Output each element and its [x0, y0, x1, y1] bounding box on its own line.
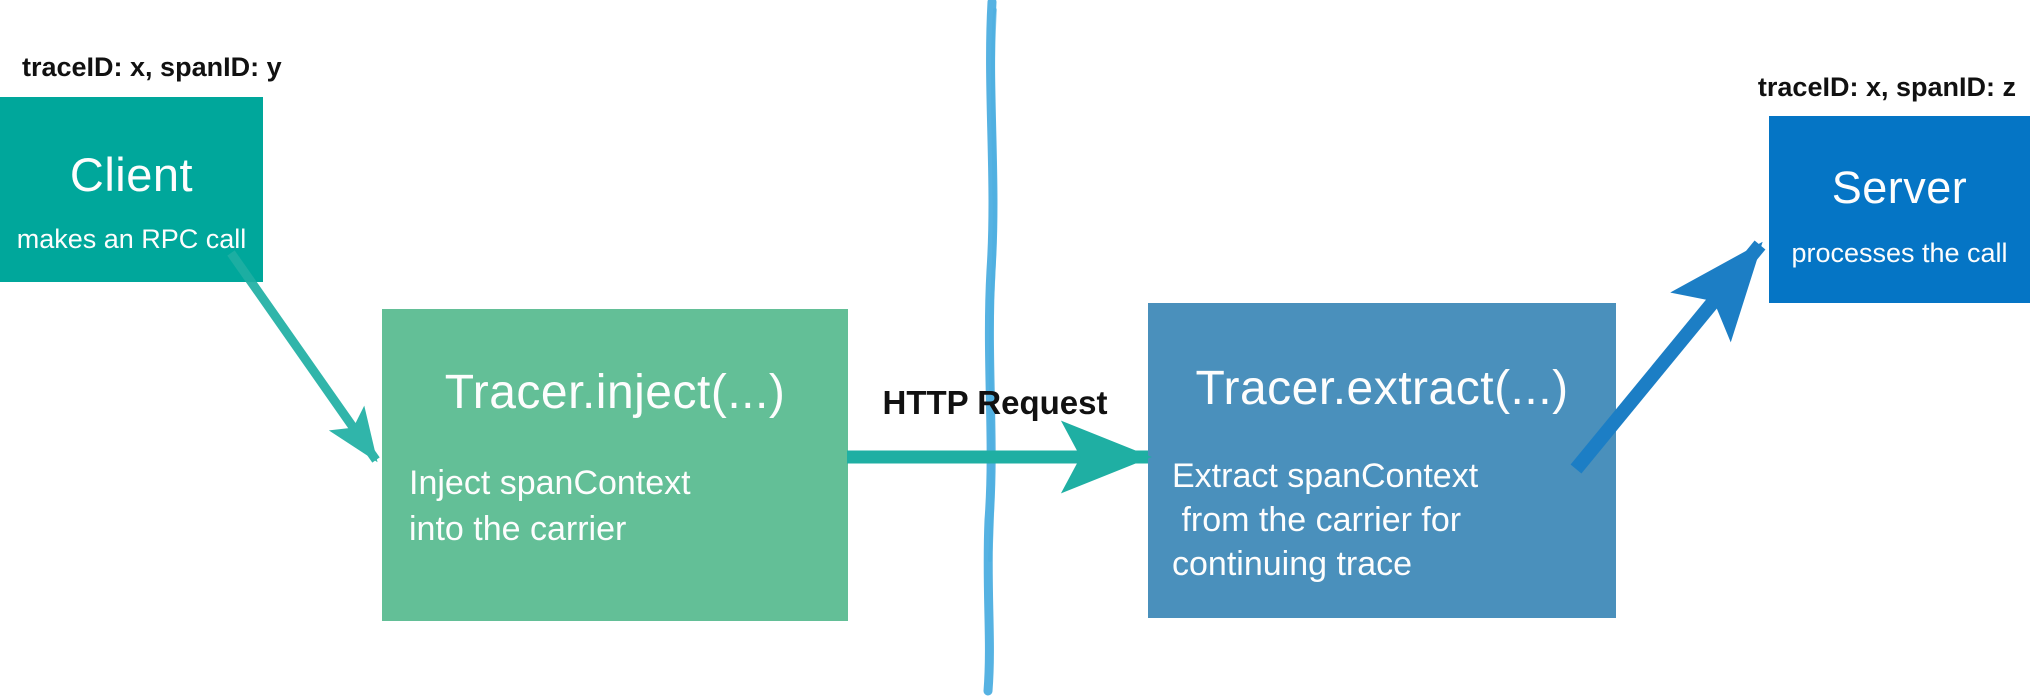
- tracer-extract-description-line: continuing trace: [1172, 545, 1413, 583]
- server-node-subtitle: processes the call: [1791, 238, 2008, 268]
- network-boundary-line: [983, 0, 998, 696]
- client-trace-label: traceID: x, spanID: y: [22, 52, 282, 82]
- tracer-extract-description-line: from the carrier for: [1172, 501, 1462, 539]
- tracer-extract-title: Tracer.extract(...): [1195, 362, 1569, 415]
- tracer-inject-node: Tracer.inject(...) Inject spanContext in…: [382, 309, 848, 621]
- server-node: Server processes the call: [1769, 116, 2030, 303]
- client-node-subtitle: makes an RPC call: [16, 224, 247, 254]
- tracer-inject-description-line: into the carrier: [409, 510, 627, 548]
- tracer-inject-title: Tracer.inject(...): [444, 366, 786, 419]
- tracer-inject-description: Inject spanContext into the carrier: [409, 460, 848, 552]
- tracer-inject-description-line: Inject spanContext: [409, 464, 691, 502]
- network-boundary-line-texture: [988, 8, 997, 562]
- tracer-extract-description-line: Extract spanContext: [1172, 457, 1479, 495]
- tracer-extract-description: Extract spanContext from the carrier for…: [1172, 454, 1616, 586]
- server-node-title: Server: [1831, 162, 1968, 213]
- server-trace-label: traceID: x, spanID: z: [1757, 72, 2016, 102]
- client-node-title: Client: [69, 148, 194, 201]
- client-node: Client makes an RPC call: [0, 97, 263, 282]
- rpc-call-arrow: [227, 250, 380, 463]
- http-request-label: HTTP Request: [882, 384, 1108, 421]
- tracer-extract-node: Tracer.extract(...) Extract spanContext …: [1148, 303, 1616, 618]
